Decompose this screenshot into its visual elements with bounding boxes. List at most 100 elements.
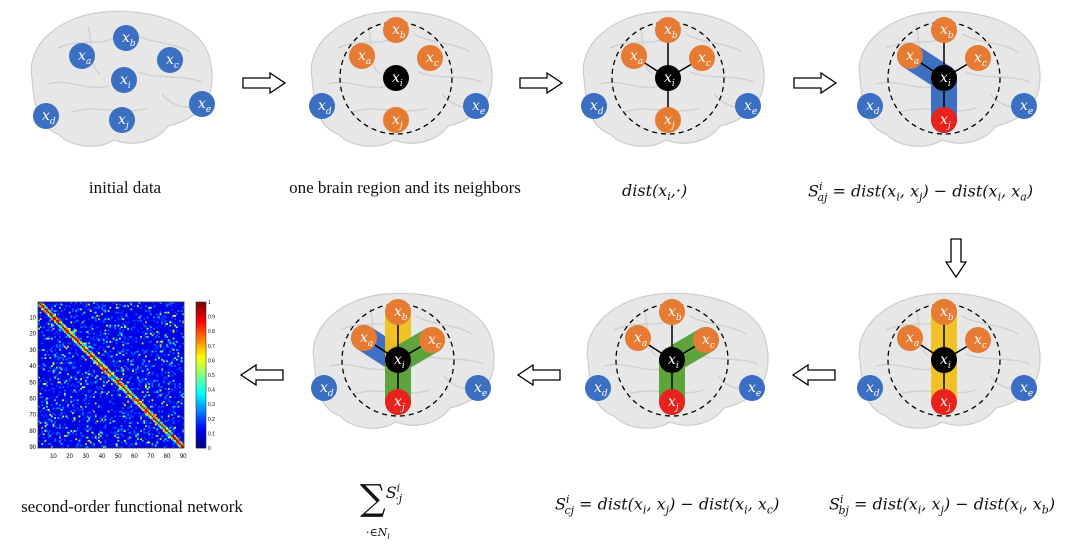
arrow-left-2 bbox=[517, 364, 561, 386]
caption-region-neighbors: one brain region and its neighbors bbox=[289, 178, 521, 197]
y-tick-label: 30 bbox=[29, 348, 36, 354]
node-a: xa bbox=[897, 43, 923, 69]
x-tick-label: 70 bbox=[147, 454, 154, 460]
colorbar-tick-label: 0.7 bbox=[208, 344, 215, 350]
x-tick-label: 30 bbox=[83, 454, 90, 460]
node-e: xe bbox=[189, 91, 215, 117]
colorbar-tick-label: 0.9 bbox=[208, 315, 215, 321]
node-d: xd bbox=[309, 93, 335, 119]
colorbar-tick-label: 0.2 bbox=[208, 417, 215, 423]
x-tick-label: 90 bbox=[180, 454, 187, 460]
node-a: xa bbox=[351, 325, 377, 351]
node-d: xd bbox=[311, 375, 337, 401]
y-tick-label: 50 bbox=[29, 380, 36, 386]
arrow-right-3 bbox=[793, 72, 837, 94]
y-tick-label: 90 bbox=[29, 445, 36, 451]
node-j: xj bbox=[931, 389, 957, 415]
node-b: xb bbox=[931, 17, 957, 43]
node-i: xi bbox=[931, 347, 957, 373]
heatmap-cells bbox=[38, 302, 185, 449]
node-label-i: xi bbox=[664, 70, 675, 89]
arrow-down bbox=[945, 238, 967, 278]
node-a: xa bbox=[625, 325, 651, 351]
x-tick-label: 50 bbox=[115, 454, 122, 460]
colorbar-tick-label: 0.1 bbox=[208, 431, 215, 437]
node-d: xd bbox=[857, 375, 883, 401]
colorbar-tick-label: 0.6 bbox=[208, 358, 215, 364]
node-label-j: xj bbox=[392, 112, 403, 131]
node-j: xj bbox=[385, 389, 411, 415]
node-label-j: xj bbox=[940, 394, 951, 413]
node-i: xi bbox=[383, 65, 409, 91]
y-tick-label: 60 bbox=[29, 397, 36, 403]
node-b: xb bbox=[655, 17, 681, 43]
node-a: xa bbox=[621, 43, 647, 69]
colorbar-tick-label: 0 bbox=[208, 446, 211, 452]
arrow-right-2 bbox=[519, 72, 563, 94]
node-a: xa bbox=[69, 43, 95, 69]
node-b: xb bbox=[383, 17, 409, 43]
formula-s-cj: Sicj = dist(xi, xj) − dist(xi, xc) bbox=[555, 493, 780, 517]
x-tick-label: 60 bbox=[131, 454, 138, 460]
node-i: xi bbox=[655, 65, 681, 91]
node-label-j: xj bbox=[668, 394, 679, 413]
node-c: xc bbox=[417, 45, 443, 71]
node-e: xe bbox=[463, 93, 489, 119]
x-tick-label: 20 bbox=[66, 454, 73, 460]
node-d: xd bbox=[33, 103, 59, 129]
caption-initial-data: initial data bbox=[88, 178, 162, 197]
colorbar-tick-label: 0.5 bbox=[208, 373, 215, 379]
node-j: xj bbox=[383, 107, 409, 133]
node-c: xc bbox=[689, 45, 715, 71]
node-i: xi bbox=[111, 67, 137, 93]
node-label-i: xi bbox=[940, 352, 951, 371]
node-c: xc bbox=[965, 45, 991, 71]
node-j: xj bbox=[109, 107, 135, 133]
y-tick-label: 70 bbox=[29, 413, 36, 419]
formula-s-bj: Sibj = dist(xi, xj) − dist(xi, xb) bbox=[829, 493, 1056, 517]
node-a: xa bbox=[349, 43, 375, 69]
colorbar-tick-label: 0.4 bbox=[208, 388, 215, 394]
node-d: xd bbox=[857, 93, 883, 119]
colorbar: 00.10.20.30.40.50.60.70.80.91 bbox=[195, 300, 215, 452]
y-tick-label: 10 bbox=[29, 315, 36, 321]
node-b: xb bbox=[931, 299, 957, 325]
x-tick-label: 40 bbox=[99, 454, 106, 460]
node-label-j: xj bbox=[940, 112, 951, 131]
node-i: xi bbox=[385, 347, 411, 373]
node-b: xb bbox=[385, 299, 411, 325]
y-tick-label: 20 bbox=[29, 332, 36, 338]
y-tick-label: 40 bbox=[29, 364, 36, 370]
node-c: xc bbox=[965, 327, 991, 353]
node-e: xe bbox=[1011, 375, 1037, 401]
node-label-i: xi bbox=[668, 352, 679, 371]
arrow-left-1 bbox=[792, 364, 836, 386]
node-j: xj bbox=[931, 107, 957, 133]
node-b: xb bbox=[659, 299, 685, 325]
node-label-i: xi bbox=[392, 70, 403, 89]
arrow-left-3 bbox=[240, 364, 284, 386]
formula-s-aj: Siaj = dist(xi, xj) − dist(xi, xa) bbox=[808, 180, 1034, 204]
node-b: xb bbox=[113, 25, 139, 51]
node-a: xa bbox=[897, 325, 923, 351]
formula-dist: dist(xi,·) bbox=[622, 181, 688, 204]
node-c: xc bbox=[693, 327, 719, 353]
node-label-j: xj bbox=[118, 112, 129, 131]
arrow-right-1 bbox=[242, 72, 286, 94]
node-c: xc bbox=[419, 327, 445, 353]
node-label-j: xj bbox=[394, 394, 405, 413]
colorbar-tick-label: 0.8 bbox=[208, 329, 215, 335]
node-e: xe bbox=[735, 93, 761, 119]
node-d: xd bbox=[581, 93, 607, 119]
caption-second-order: second-order functional network bbox=[21, 497, 243, 516]
formula-sum: ∑Si·j ·∈Ni bbox=[360, 478, 403, 542]
node-label-i: xi bbox=[394, 352, 405, 371]
colorbar-tick-label: 0.3 bbox=[208, 402, 215, 408]
